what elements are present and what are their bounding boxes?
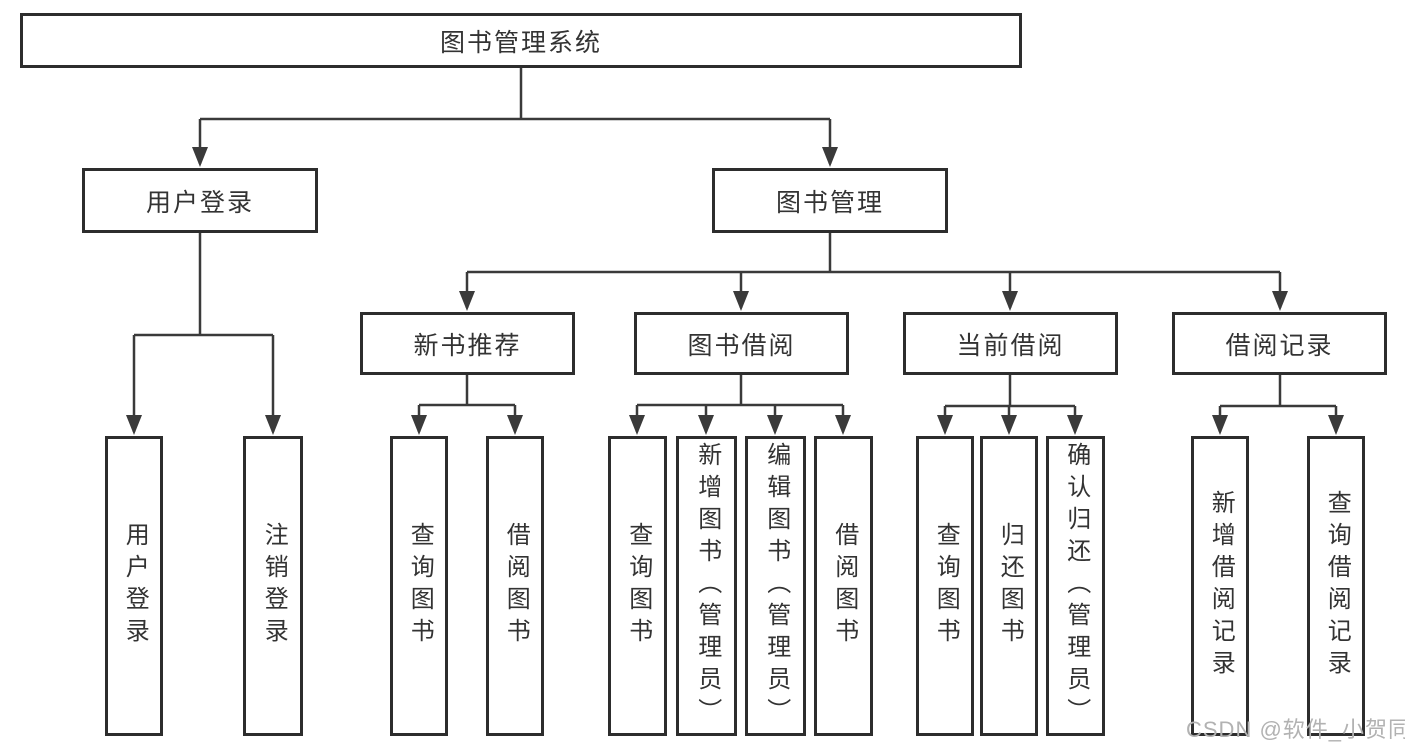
leaf-edit-book-admin-label: 编辑图书（管理员） bbox=[762, 442, 790, 730]
leaf-query-books-borrow: 查询图书 bbox=[608, 436, 667, 736]
leaf-user-login: 用户登录 bbox=[105, 436, 163, 736]
node-library-management-system: 图书管理系统 bbox=[20, 13, 1022, 68]
node-current-borrow: 当前借阅 bbox=[903, 312, 1118, 375]
leaf-user-login-label: 用户登录 bbox=[121, 522, 149, 650]
node-book-management: 图书管理 bbox=[712, 168, 948, 233]
node-user-login: 用户登录 bbox=[82, 168, 318, 233]
leaf-edit-book-admin: 编辑图书（管理员） bbox=[745, 436, 806, 736]
csdn-watermark: CSDN @软件_小贺同学 bbox=[1186, 717, 1405, 742]
leaf-add-borrow-record: 新增借阅记录 bbox=[1191, 436, 1249, 736]
node-book-borrow: 图书借阅 bbox=[634, 312, 849, 375]
leaf-query-books-recommend-label: 查询图书 bbox=[406, 522, 434, 650]
leaf-logout: 注销登录 bbox=[243, 436, 303, 736]
leaf-borrow-books: 借阅图书 bbox=[814, 436, 873, 736]
leaf-add-book-admin-label: 新增图书（管理员） bbox=[693, 442, 721, 730]
leaf-logout-label: 注销登录 bbox=[260, 522, 288, 650]
leaf-add-book-admin: 新增图书（管理员） bbox=[676, 436, 737, 736]
leaf-borrow-books-recommend: 借阅图书 bbox=[486, 436, 544, 736]
leaf-confirm-return-admin-label: 确认归还（管理员） bbox=[1062, 442, 1090, 730]
leaf-return-books: 归还图书 bbox=[980, 436, 1038, 736]
leaf-query-borrow-record: 查询借阅记录 bbox=[1307, 436, 1365, 736]
leaf-confirm-return-admin: 确认归还（管理员） bbox=[1046, 436, 1105, 736]
leaf-return-books-label: 归还图书 bbox=[996, 522, 1024, 650]
leaf-query-books-borrow-label: 查询图书 bbox=[624, 522, 652, 650]
node-new-book-recommend: 新书推荐 bbox=[360, 312, 575, 375]
leaf-borrow-books-recommend-label: 借阅图书 bbox=[502, 522, 530, 650]
leaf-query-books-current-label: 查询图书 bbox=[932, 522, 960, 650]
leaf-query-books-current: 查询图书 bbox=[916, 436, 974, 736]
leaf-borrow-books-label: 借阅图书 bbox=[830, 522, 858, 650]
leaf-query-borrow-record-label: 查询借阅记录 bbox=[1323, 490, 1351, 682]
node-borrow-records: 借阅记录 bbox=[1172, 312, 1387, 375]
leaf-query-books-recommend: 查询图书 bbox=[390, 436, 448, 736]
leaf-add-borrow-record-label: 新增借阅记录 bbox=[1207, 490, 1235, 682]
